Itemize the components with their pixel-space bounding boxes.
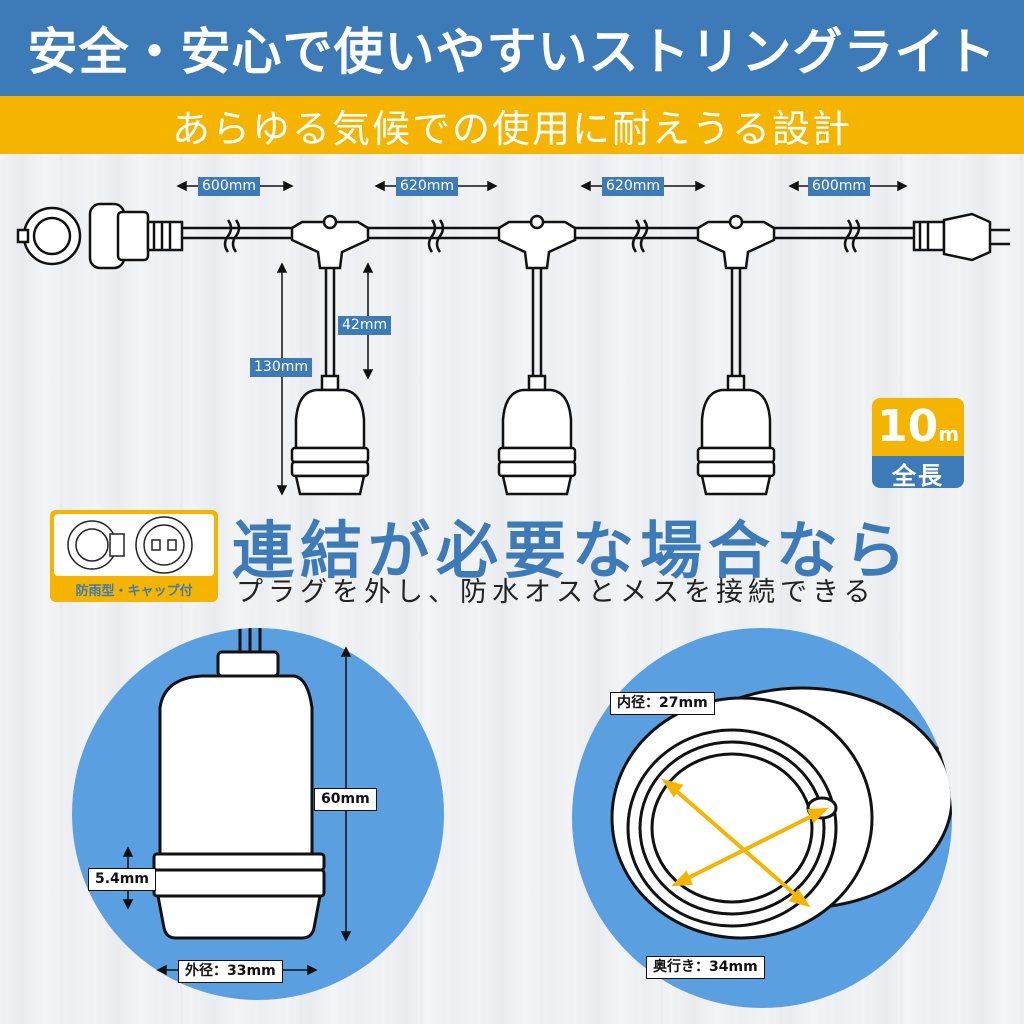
connection-description: プラグを外し、防水オスとメスを接続できる [236, 577, 876, 608]
card-label: 防雨型・キャップ付 [75, 584, 193, 599]
waterproof-cap-card: 防雨型・キャップ付 [50, 510, 218, 602]
cord-length-label: 42mm [338, 316, 392, 335]
spacing-label-3: 620mm [602, 177, 664, 196]
drop-length-label: 130mm [250, 358, 312, 377]
socket-depth-label: 奥行き：34mm [646, 956, 765, 979]
socket-outer-diameter-label: 外径：33mm [178, 960, 283, 983]
subtitle-banner: あらゆる気候での使用に耐えうる設計 [0, 96, 1024, 154]
socket-height-label: 60mm [314, 788, 377, 811]
waterproof-connector-image [54, 514, 214, 576]
spacing-label-1: 600mm [198, 177, 260, 196]
socket-side-illustration [152, 628, 326, 940]
total-length-label: 全長 [872, 456, 964, 488]
socket-side-view-circle [72, 628, 444, 1000]
page-title: 安全・安心で使いやすいストリングライト [27, 23, 997, 81]
connector-icon [67, 516, 193, 574]
socket-front-view-circle [572, 628, 952, 1008]
socket-ring-label: 5.4mm [88, 868, 156, 891]
total-length-unit: m [938, 422, 960, 446]
socket-inner-diameter-label: 内径：27mm [610, 692, 715, 715]
spacing-label-2: 620mm [396, 177, 458, 196]
spacing-label-4: 600mm [808, 177, 870, 196]
title-banner: 安全・安心で使いやすいストリングライト [0, 0, 1024, 96]
total-length-value: 10 [876, 401, 939, 452]
socket-front-illustration [610, 686, 952, 940]
page-subtitle: あらゆる気候での使用に耐えうる設計 [171, 106, 852, 151]
connection-heading: 連結が必要な場合なら [232, 514, 913, 587]
